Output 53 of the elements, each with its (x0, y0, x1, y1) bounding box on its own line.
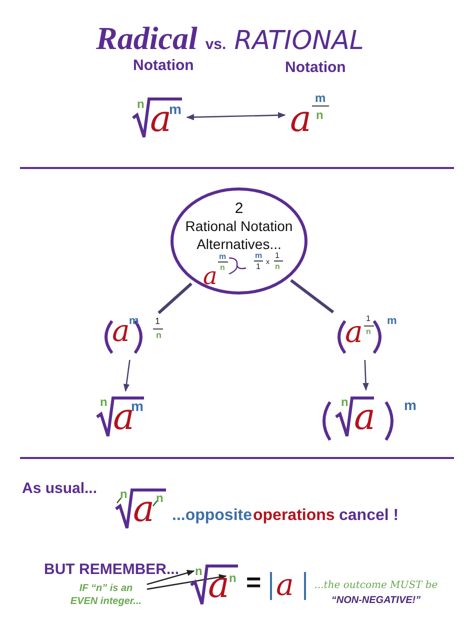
leader-arrow (146, 574, 227, 590)
circle-heading: 2 (234, 200, 244, 219)
circle-text: Rational Notation Alternatives... (184, 218, 294, 252)
variable: a (208, 568, 230, 604)
exponent: n (366, 328, 371, 336)
variable: a (345, 318, 363, 348)
variable: a (354, 400, 376, 436)
root-index: n (100, 396, 108, 408)
root-index: n (195, 565, 202, 577)
variable: a (203, 264, 218, 288)
branch-line (158, 282, 192, 314)
denominator: 1 (256, 263, 260, 271)
root-index: n (120, 488, 128, 500)
denominator: n (275, 263, 280, 271)
branch-line (290, 279, 334, 314)
variable: a (150, 102, 172, 138)
root-index: n (341, 396, 348, 408)
numerator: 1 (275, 252, 280, 260)
note: ...the outcome MUST be “NON-NEGATIVE!” (313, 579, 439, 608)
variable: a (276, 571, 294, 601)
leader-arrow (146, 570, 195, 586)
exponent: m (404, 398, 416, 412)
exponent: n (229, 572, 236, 584)
exponent: 1 (155, 317, 160, 326)
variable: a (133, 492, 154, 528)
exponent: m (387, 316, 397, 327)
statement-text: ...opposite (172, 508, 252, 524)
section-heading: BUT REMEMBER... (44, 562, 179, 577)
arrow (362, 360, 369, 391)
statement-text: operations (253, 508, 335, 524)
section-heading: As usual... (22, 481, 98, 496)
exponent: m (315, 92, 326, 104)
arrow (123, 360, 130, 392)
exponent: n (316, 109, 324, 121)
exponent: n (220, 264, 225, 272)
arrow (186, 112, 286, 120)
equals-sign: = (246, 569, 262, 595)
variable: a (112, 317, 130, 347)
exponent: m (219, 253, 226, 261)
exponent: n (156, 492, 164, 504)
title: Radical vs. RATIONAL (96, 22, 364, 54)
statement-text: cancel ! (339, 508, 399, 524)
numerator: m (255, 252, 262, 260)
exponent: n (156, 331, 162, 340)
root-index: n (137, 98, 144, 110)
subtitle: Notation (133, 58, 194, 73)
condition-note: IF “n” is an EVEN integer... (69, 583, 143, 608)
variable: a (290, 102, 312, 138)
subtitle: Notation (285, 60, 346, 75)
exponent: m (131, 399, 144, 413)
exponent: 1 (366, 315, 370, 323)
exponent: m (169, 102, 182, 116)
exponent: m (129, 316, 139, 327)
